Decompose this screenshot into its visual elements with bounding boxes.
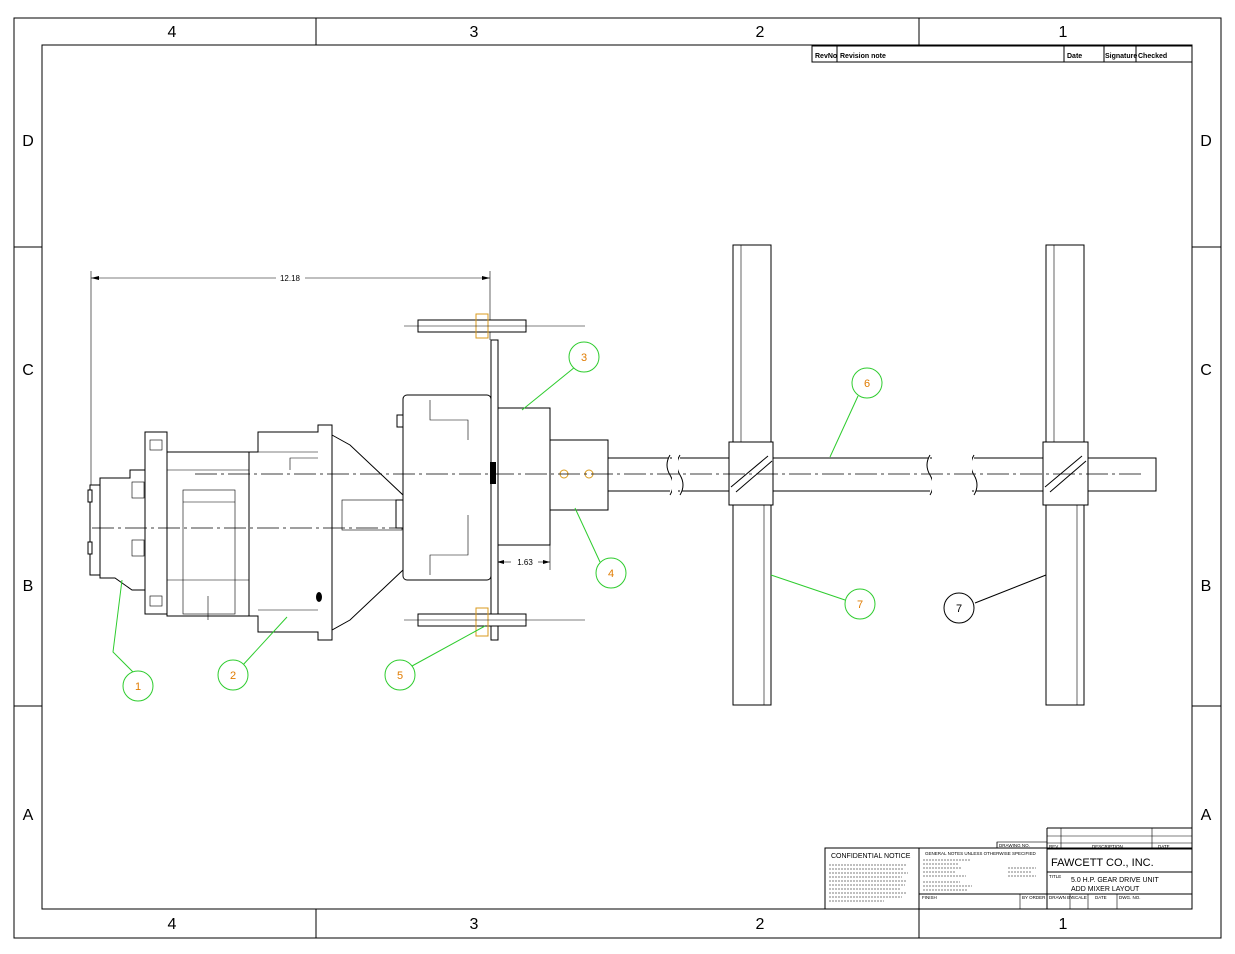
- dimension-overall-length: 12.18: [90, 271, 491, 490]
- balloon-3: 3: [568, 341, 600, 373]
- drawing-title-line1: 5.0 H.P. GEAR DRIVE UNIT: [1071, 877, 1160, 884]
- leader-lines: [112, 366, 1047, 673]
- zone-col-label: 4: [168, 24, 177, 41]
- balloon-label: 7: [956, 603, 962, 615]
- title-label: TITLE: [1049, 874, 1061, 879]
- title-block: CONFIDENTIAL NOTICE DRAWING NO. GENERAL …: [824, 827, 1193, 910]
- zone-col-label: 1: [1059, 916, 1068, 933]
- finish-label: FINISH: [922, 895, 937, 900]
- general-notes-header: GENERAL NOTES UNLESS OTHERWISE SPECIFIED: [925, 851, 1037, 856]
- confidential-notice-title: CONFIDENTIAL NOTICE: [831, 853, 911, 860]
- zone-col-label: 2: [756, 916, 765, 933]
- zone-col-label: 2: [756, 24, 765, 41]
- drawn-by-label: DRAWN BY: [1049, 895, 1073, 900]
- balloon-7-black: 7: [943, 592, 975, 624]
- description-label: DESCRIPTION: [1092, 844, 1123, 849]
- balloon-6: 6: [851, 367, 883, 399]
- balloon-label: 6: [864, 378, 870, 390]
- rev-label: REV: [1049, 844, 1058, 849]
- zone-row-label: D: [1200, 133, 1212, 150]
- impeller-right: [1042, 244, 1089, 706]
- rev-header-note: Revision note: [840, 53, 886, 60]
- zone-row-label: A: [1201, 807, 1212, 824]
- zone-row-label: B: [1201, 578, 1212, 595]
- rev-header-revno: RevNo: [815, 53, 837, 60]
- impeller-left: [728, 244, 774, 706]
- confidential-notice-body: [829, 864, 908, 902]
- balloon-4: 4: [595, 557, 627, 589]
- zone-row-label: D: [22, 133, 34, 150]
- balloon-label: 7: [857, 599, 863, 611]
- balloon-1: 1: [122, 670, 154, 702]
- company-name: FAWCETT CO., INC.: [1051, 857, 1154, 869]
- balloon-2: 2: [217, 659, 249, 691]
- rev-header-signature: Signature: [1105, 53, 1137, 60]
- revision-table: RevNo Revision note Date Signature Check…: [811, 45, 1193, 63]
- scale-label: SCALE: [1072, 895, 1087, 900]
- zone-col-label: 1: [1059, 24, 1068, 41]
- mounting-studs: [404, 313, 585, 637]
- general-notes-body: [923, 859, 1036, 891]
- zone-col-label: 4: [168, 916, 177, 933]
- zone-dividers: [14, 18, 1221, 938]
- drawing-no-label: DRAWING NO.: [999, 843, 1030, 848]
- balloon-5: 5: [384, 659, 416, 691]
- by-order-label: BY ORDER: [1022, 895, 1046, 900]
- rev-header-checked: Checked: [1138, 53, 1167, 60]
- date-label: DATE: [1095, 895, 1107, 900]
- dimension-flange-offset: 1.63: [497, 545, 551, 570]
- zone-row-label: A: [23, 807, 34, 824]
- date-label: DATE: [1158, 844, 1170, 849]
- dwg-no-label: DWG. NO.: [1119, 895, 1141, 900]
- dimension-label: 12.18: [280, 274, 301, 283]
- balloon-label: 4: [608, 568, 614, 580]
- balloon-label: 3: [581, 352, 587, 364]
- balloon-label: 2: [230, 670, 236, 682]
- outer-frame: [13, 17, 1222, 939]
- balloon-7: 7: [844, 588, 876, 620]
- balloon-label: 5: [397, 670, 403, 682]
- motor-assembly: [87, 339, 609, 641]
- dimension-label: 1.63: [517, 558, 533, 567]
- zone-row-label: B: [23, 578, 34, 595]
- inner-frame: [41, 44, 1193, 910]
- zone-col-label: 3: [470, 24, 479, 41]
- zone-row-label: C: [22, 362, 34, 379]
- zone-row-label: C: [1200, 362, 1212, 379]
- drawing-title-line2: ADD MIXER LAYOUT: [1071, 886, 1140, 893]
- rev-header-date: Date: [1067, 53, 1082, 60]
- zone-col-label: 3: [470, 916, 479, 933]
- balloon-label: 1: [135, 681, 141, 693]
